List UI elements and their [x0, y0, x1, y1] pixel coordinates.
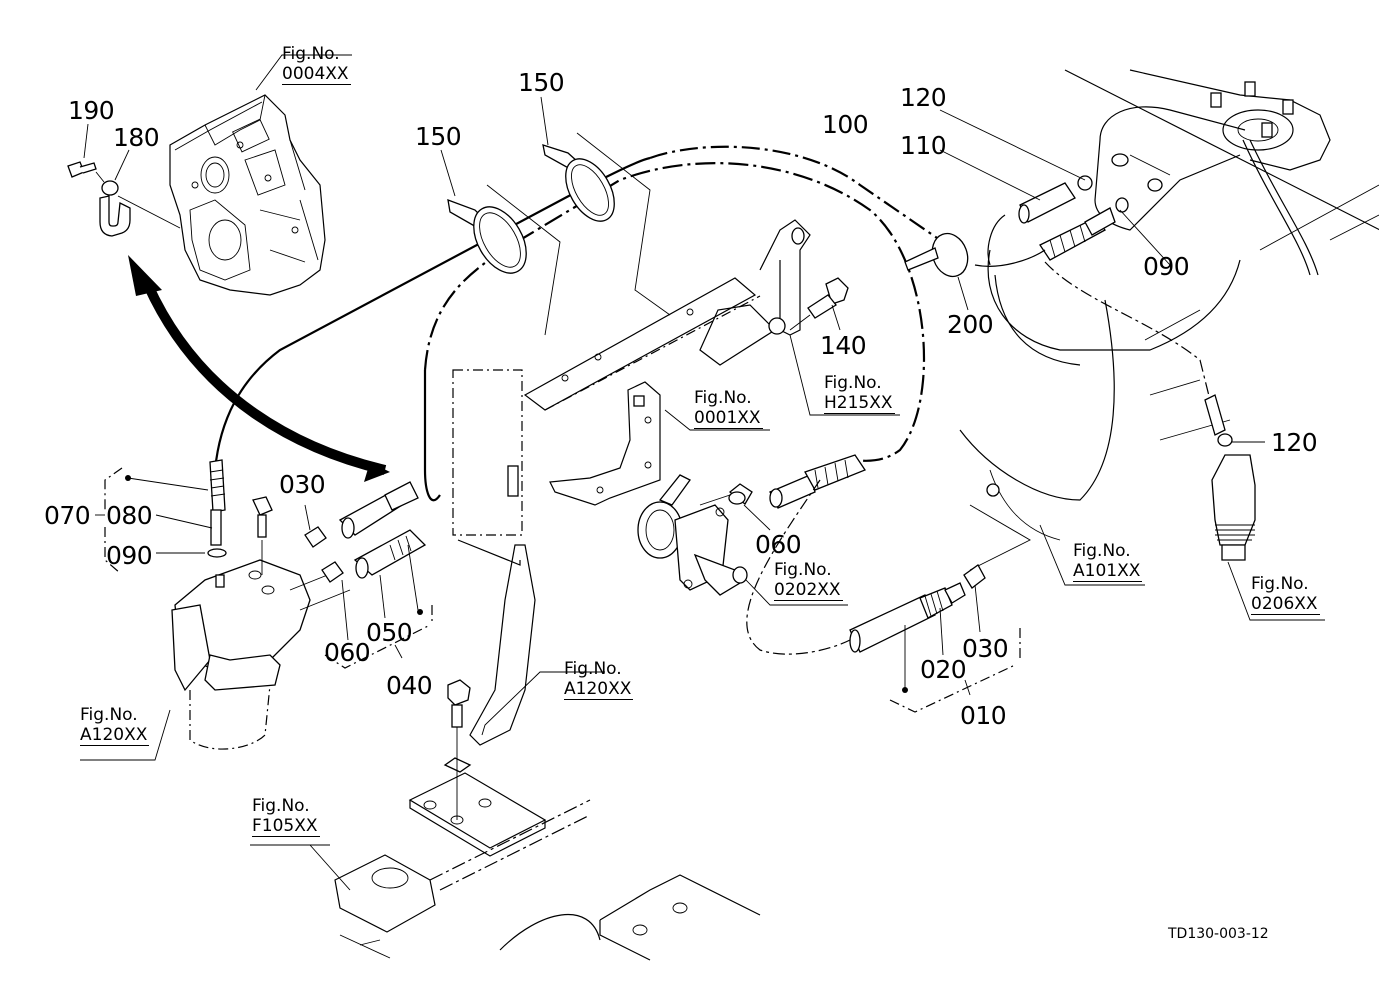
part-label-100[interactable]: 100 [822, 110, 869, 139]
hose-010-assembly [746, 479, 1021, 713]
part-label-040[interactable]: 040 [386, 671, 433, 700]
figure-ref-code[interactable]: 0004XX [282, 64, 351, 85]
part-label-080[interactable]: 080 [106, 501, 153, 530]
figure-ref-prefix: Fig.No. [252, 796, 310, 816]
clamp-150-right [540, 96, 671, 316]
hose-and-clamp-060-mid [728, 454, 866, 531]
part-label-090-right[interactable]: 090 [1143, 252, 1190, 281]
part-label-120-right[interactable]: 120 [1271, 428, 1318, 457]
part-label-010[interactable]: 010 [960, 701, 1007, 730]
fuel-tank-outline [959, 69, 1379, 541]
fuel-pump-0202 [637, 474, 848, 606]
part-label-060-left[interactable]: 060 [324, 638, 371, 667]
part-label-030-right[interactable]: 030 [962, 634, 1009, 663]
figure-ref-0206[interactable]: Fig.No. 0206XX [1251, 574, 1320, 615]
part-label-020[interactable]: 020 [920, 655, 967, 684]
figure-ref-prefix: Fig.No. [774, 560, 832, 580]
figure-ref-code[interactable]: F105XX [252, 816, 320, 837]
part-label-150-right[interactable]: 150 [518, 68, 565, 97]
figure-ref-prefix: Fig.No. [824, 373, 882, 393]
direction-arrow [128, 255, 390, 482]
part-label-140[interactable]: 140 [820, 331, 867, 360]
part-label-060-mid[interactable]: 060 [755, 530, 802, 559]
figure-ref-prefix: Fig.No. [564, 659, 622, 679]
figure-ref-f105[interactable]: Fig.No. F105XX [252, 796, 320, 837]
guide-plate [452, 369, 536, 746]
figure-ref-code[interactable]: 0001XX [694, 408, 763, 429]
hose-110-assembly [939, 109, 1211, 401]
hose-070-bracket [95, 467, 213, 574]
part-label-070[interactable]: 070 [44, 501, 91, 530]
frame-f105 [250, 671, 761, 961]
figure-ref-prefix: Fig.No. [80, 705, 138, 725]
figure-ref-code[interactable]: A120XX [80, 725, 150, 746]
part-label-030-left[interactable]: 030 [279, 470, 326, 499]
clamp-150-left [440, 149, 561, 336]
clamp-180-and-bolt-190 [67, 123, 181, 237]
figure-ref-0001[interactable]: Fig.No. 0001XX [694, 388, 763, 429]
figure-ref-code[interactable]: 0202XX [774, 580, 843, 601]
part-label-090-left[interactable]: 090 [106, 541, 153, 570]
fuel-hose-long [213, 145, 941, 502]
part-label-200[interactable]: 200 [947, 310, 994, 339]
injector-0206 [1204, 394, 1325, 621]
part-label-120-top[interactable]: 120 [900, 83, 947, 112]
figure-ref-0202[interactable]: Fig.No. 0202XX [774, 560, 843, 601]
part-label-180[interactable]: 180 [113, 123, 160, 152]
figure-ref-a120-left[interactable]: Fig.No. A120XX [80, 705, 150, 746]
figure-ref-code[interactable]: A120XX [564, 679, 634, 700]
engine-block-drawing [169, 54, 352, 296]
figure-ref-h215[interactable]: Fig.No. H215XX [824, 373, 895, 414]
figure-ref-code[interactable]: H215XX [824, 393, 895, 414]
part-label-050[interactable]: 050 [366, 618, 413, 647]
figure-ref-code[interactable]: 0206XX [1251, 594, 1320, 615]
part-label-150-left[interactable]: 150 [415, 122, 462, 151]
mount-bracket-0001 [549, 381, 770, 506]
figure-ref-a120-mid[interactable]: Fig.No. A120XX [564, 659, 634, 700]
drawing-reference-number: TD130-003-12 [1168, 926, 1269, 942]
mount-nut-a101 [969, 483, 1145, 586]
figure-ref-prefix: Fig.No. [1073, 541, 1131, 561]
figure-ref-a101[interactable]: Fig.No. A101XX [1073, 541, 1143, 582]
figure-ref-prefix: Fig.No. [282, 44, 340, 64]
bracket-stay [523, 219, 811, 411]
figure-ref-code[interactable]: A101XX [1073, 561, 1143, 582]
fuel-filter-a120 [80, 459, 351, 761]
figure-ref-0004[interactable]: Fig.No. 0004XX [282, 44, 351, 85]
part-label-190[interactable]: 190 [68, 96, 115, 125]
bolt-140 [789, 277, 900, 416]
hose-040-assembly [304, 481, 433, 669]
figure-ref-prefix: Fig.No. [1251, 574, 1309, 594]
part-label-110[interactable]: 110 [900, 131, 947, 160]
figure-ref-prefix: Fig.No. [694, 388, 752, 408]
clamp-200 [904, 232, 969, 311]
